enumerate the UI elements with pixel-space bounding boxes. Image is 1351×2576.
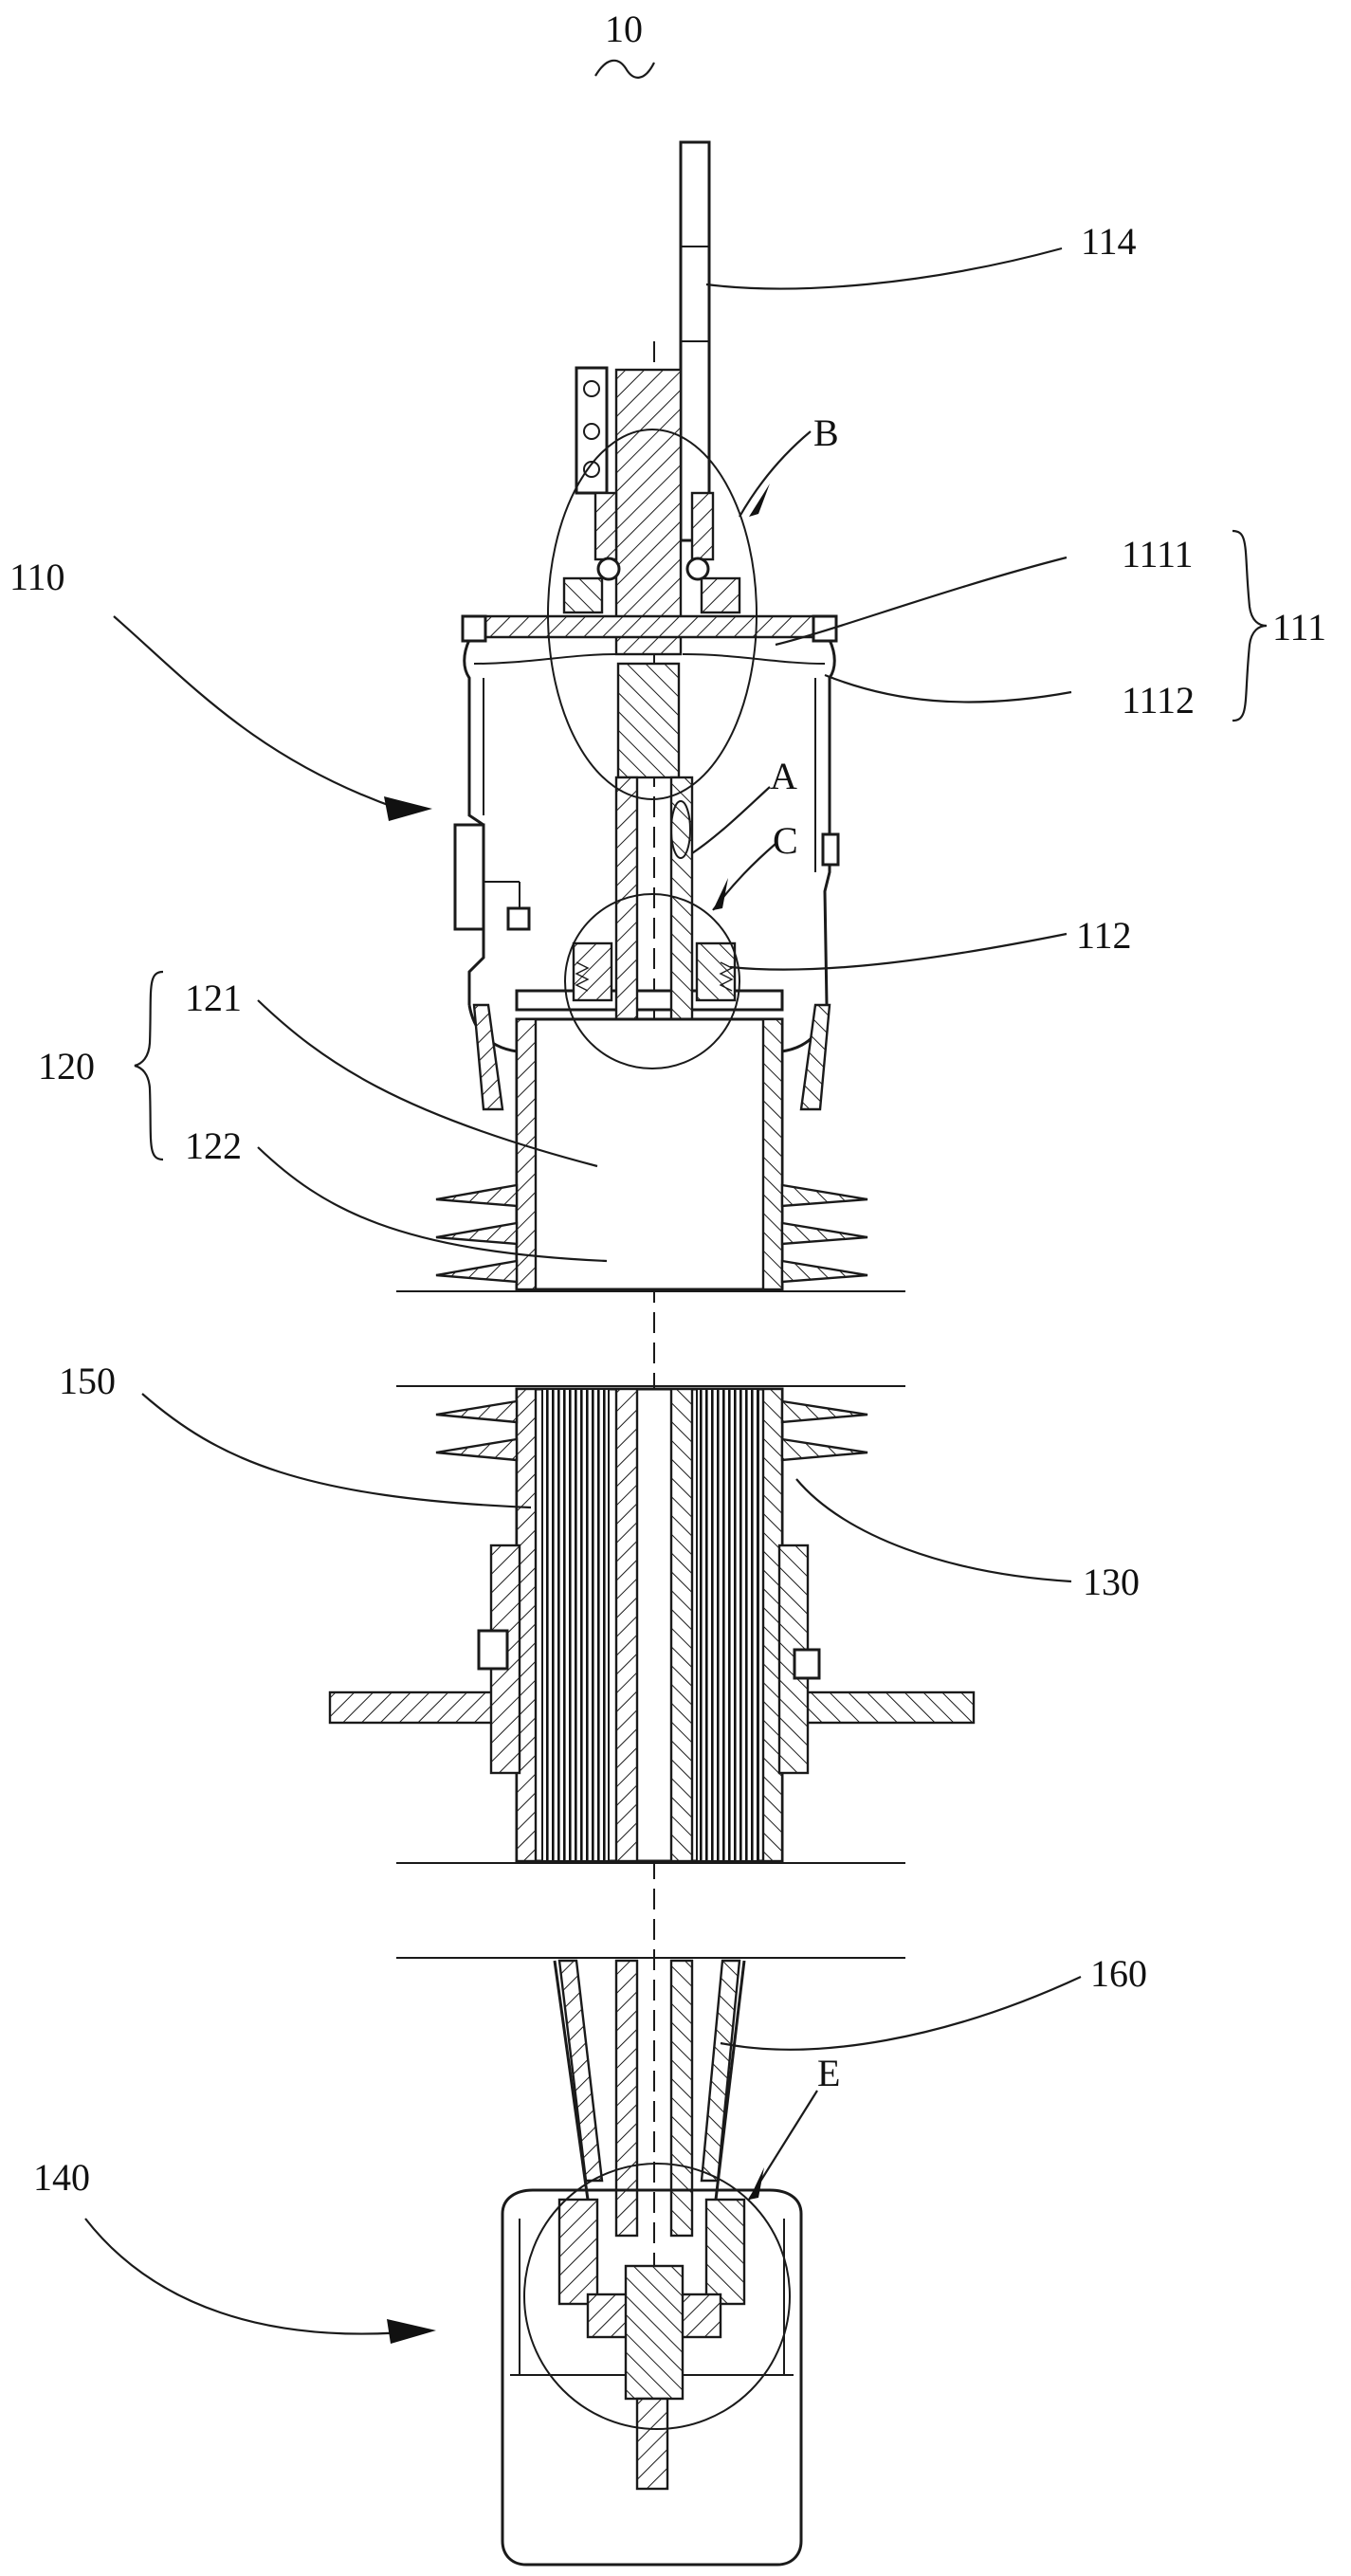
assembly-reference: 10 bbox=[595, 8, 654, 78]
tilde-mark bbox=[595, 61, 654, 78]
label-110: 110 bbox=[9, 556, 65, 598]
brace-120 bbox=[135, 972, 163, 1160]
label-10: 10 bbox=[605, 8, 643, 50]
lower-cone bbox=[555, 1961, 744, 2236]
brace-111 bbox=[1232, 531, 1267, 721]
bottom-end bbox=[502, 2190, 801, 2565]
top-bracket bbox=[576, 368, 607, 493]
conductor-inner-block bbox=[618, 664, 679, 777]
label-E: E bbox=[817, 2052, 840, 2094]
label-A: A bbox=[770, 755, 797, 797]
label-C: C bbox=[773, 819, 798, 862]
label-130: 130 bbox=[1083, 1561, 1140, 1603]
label-111: 111 bbox=[1272, 606, 1326, 649]
conductor-head bbox=[616, 370, 681, 654]
label-150: 150 bbox=[59, 1360, 116, 1402]
label-114: 114 bbox=[1081, 220, 1137, 263]
label-121: 121 bbox=[185, 977, 242, 1019]
label-1111: 1111 bbox=[1122, 533, 1194, 575]
label-122: 122 bbox=[185, 1124, 242, 1167]
arrow-110 bbox=[384, 796, 432, 821]
label-120: 120 bbox=[38, 1045, 95, 1087]
insulator-upper bbox=[436, 1019, 867, 1289]
label-112: 112 bbox=[1076, 914, 1132, 957]
label-1112: 1112 bbox=[1122, 679, 1195, 722]
terminal-rod bbox=[681, 142, 709, 540]
label-B: B bbox=[813, 411, 839, 454]
arrow-B bbox=[749, 484, 770, 517]
label-140: 140 bbox=[33, 2156, 90, 2199]
label-160: 160 bbox=[1090, 1952, 1147, 1995]
arrow-140 bbox=[387, 2319, 436, 2344]
